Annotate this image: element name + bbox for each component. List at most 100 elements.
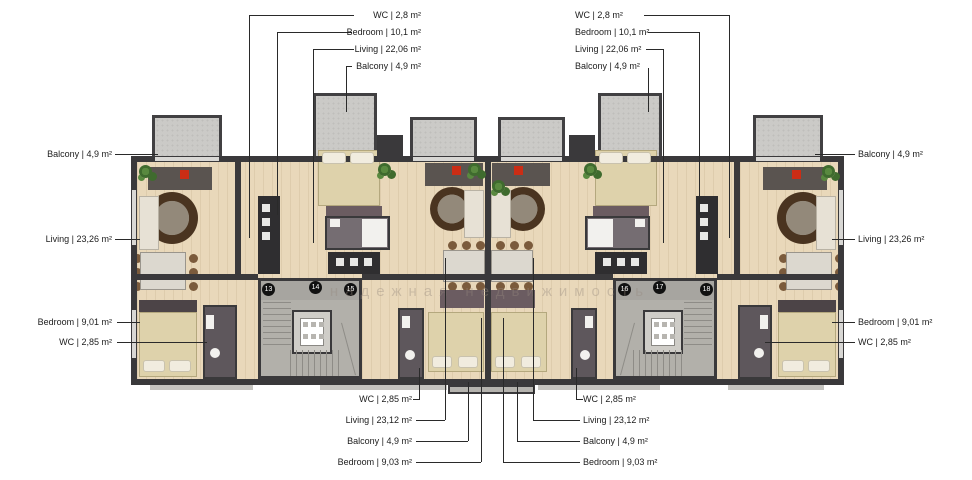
sink — [402, 316, 410, 328]
leader-line — [277, 32, 278, 215]
plant — [468, 163, 481, 176]
shower — [362, 219, 387, 247]
leader-line — [313, 49, 314, 243]
kitchen-inner-right — [595, 252, 647, 274]
chaise-sofa — [139, 196, 159, 250]
balcony-inner-left — [410, 117, 477, 159]
pillow — [495, 356, 515, 368]
chairs — [779, 254, 788, 263]
callout-bedroom-right: Bedroom | 9,01 m² — [858, 317, 933, 327]
callout-balcony-left: Balcony | 4,9 m² — [47, 149, 112, 159]
callout-balcony-right: Balcony | 4,9 m² — [858, 149, 923, 159]
pillow — [808, 360, 830, 372]
wall-divider-right — [734, 162, 740, 277]
kitchen-inner-left — [328, 252, 380, 274]
callout-living-top-left: Living | 22,06 m² — [354, 44, 421, 54]
balcony-outer-right — [753, 115, 823, 159]
leader-line — [765, 342, 855, 343]
pillow — [432, 356, 452, 368]
callout-living-bottom-left: Living | 23,12 m² — [345, 415, 412, 425]
dresser — [491, 290, 535, 308]
kitchen-appliances — [336, 258, 344, 266]
shower — [588, 219, 613, 247]
wall-horizontal — [717, 274, 838, 280]
leader-line — [503, 462, 580, 463]
leader-line — [115, 154, 158, 155]
window — [413, 157, 474, 161]
callout-wc-left: WC | 2,85 m² — [59, 337, 112, 347]
callout-bedroom-top-left: Bedroom | 10,1 m² — [346, 27, 421, 37]
callout-bedroom-top-right: Bedroom | 10,1 m² — [575, 27, 650, 37]
unit-number-badge: 16 — [618, 283, 631, 296]
window-sill — [320, 385, 447, 390]
chaise-sofa — [491, 190, 511, 238]
callout-wc-bottom-right: WC | 2,85 m² — [583, 394, 636, 404]
plant — [492, 180, 505, 193]
leader-line — [832, 239, 855, 240]
wall-horizontal — [362, 274, 485, 280]
window — [839, 310, 843, 358]
red-cushion — [792, 170, 801, 179]
red-cushion — [452, 166, 461, 175]
leader-line — [346, 66, 347, 112]
window-sill — [538, 385, 660, 390]
callout-living-bottom-right: Living | 23,12 m² — [583, 415, 650, 425]
leader-line — [533, 420, 580, 421]
wall-top — [131, 156, 844, 162]
unit-number-badge: 15 — [344, 283, 357, 296]
entry-porch — [448, 385, 535, 394]
leader-line — [729, 15, 730, 238]
callout-balcony-bottom-left: Balcony | 4,9 m² — [347, 436, 412, 446]
callout-bedroom-bottom-left: Bedroom | 9,03 m² — [337, 457, 412, 467]
unit-number-badge: 18 — [700, 283, 713, 296]
kitchen-outer-left — [258, 196, 280, 274]
plant — [139, 165, 152, 178]
stairs — [263, 302, 291, 348]
dining-table — [786, 252, 832, 290]
dresser — [326, 206, 382, 216]
callout-balcony-top-left: Balcony | 4,9 m² — [356, 61, 421, 71]
leader-line — [699, 32, 700, 215]
unit-number-badge: 13 — [262, 283, 275, 296]
toilet — [210, 348, 220, 358]
window — [132, 190, 136, 245]
leader-line — [313, 49, 354, 50]
window — [155, 157, 219, 161]
window-sill — [728, 385, 824, 390]
leader-line — [249, 15, 354, 16]
pillow — [143, 360, 165, 372]
callout-wc-top-right: WC | 2,8 m² — [575, 10, 623, 20]
leader-line — [648, 68, 649, 112]
bathroom-inner-right — [571, 308, 597, 379]
callout-balcony-top-right: Balcony | 4,9 m² — [575, 61, 640, 71]
leader-line — [416, 441, 468, 442]
leader-line — [663, 49, 664, 243]
dining-table — [140, 252, 186, 290]
leader-line — [648, 32, 699, 33]
wall-left — [131, 156, 137, 385]
dresser — [440, 290, 484, 308]
pillow — [350, 152, 374, 164]
plant — [378, 163, 391, 176]
kitchen-outer-right — [696, 196, 718, 274]
red-cushion — [180, 170, 189, 179]
wall-center-party — [485, 162, 491, 379]
leader-line — [117, 322, 140, 323]
wardrobe — [778, 300, 836, 312]
leader-line — [533, 258, 534, 420]
pillow — [169, 360, 191, 372]
sink — [330, 219, 340, 227]
toilet — [405, 350, 415, 360]
leader-line — [481, 318, 482, 462]
leader-line — [346, 66, 352, 67]
kitchen-appliances — [700, 204, 708, 212]
red-cushion — [514, 166, 523, 175]
pillow — [599, 152, 623, 164]
callout-bedroom-bottom-right: Bedroom | 9,03 m² — [583, 457, 658, 467]
leader-line — [517, 441, 580, 442]
callout-balcony-bottom-right: Balcony | 4,9 m² — [583, 436, 648, 446]
callout-wc-right: WC | 2,85 m² — [858, 337, 911, 347]
leader-line — [277, 32, 352, 33]
dresser — [593, 206, 649, 216]
